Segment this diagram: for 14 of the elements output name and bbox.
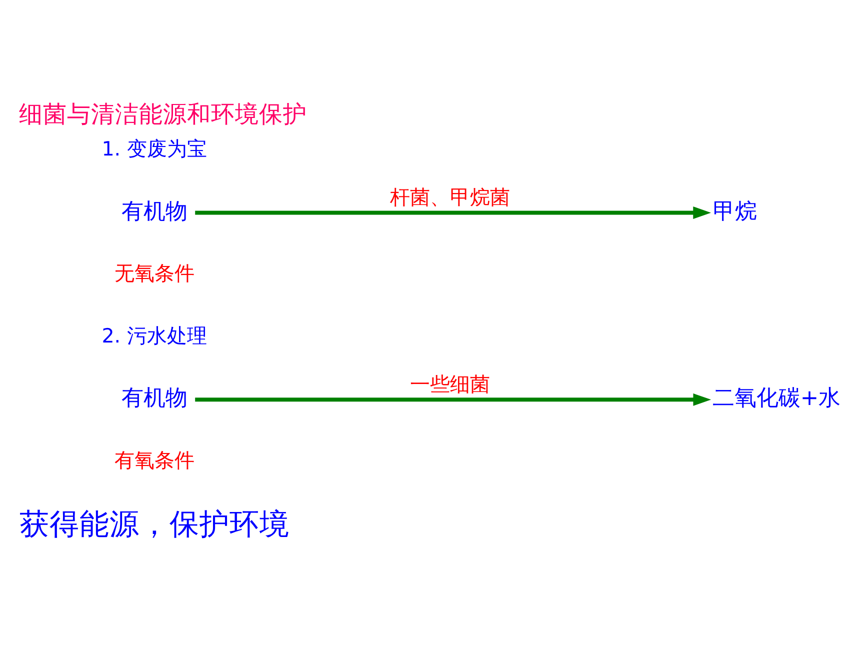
label: 有氧条件	[114, 448, 194, 472]
arrow	[195, 206, 711, 218]
label: 无氧条件	[114, 261, 194, 284]
node-text: 二氧化碳+水	[712, 386, 841, 411]
edge-label: 一些细菌	[410, 372, 490, 396]
label: 1. 变废为宝	[102, 136, 207, 160]
label: 获得能源，保护环境	[19, 506, 290, 541]
label: 2. 污水处理	[102, 324, 207, 347]
arrow	[195, 392, 712, 406]
edge-label: 杆菌、甲烷菌	[390, 185, 510, 208]
diagram-title: 细菌与清洁能源和环境保护	[19, 99, 308, 128]
node-text: 有机物	[121, 386, 188, 411]
node-text: 有机物	[121, 198, 188, 224]
node-text: 甲烷	[712, 198, 757, 224]
